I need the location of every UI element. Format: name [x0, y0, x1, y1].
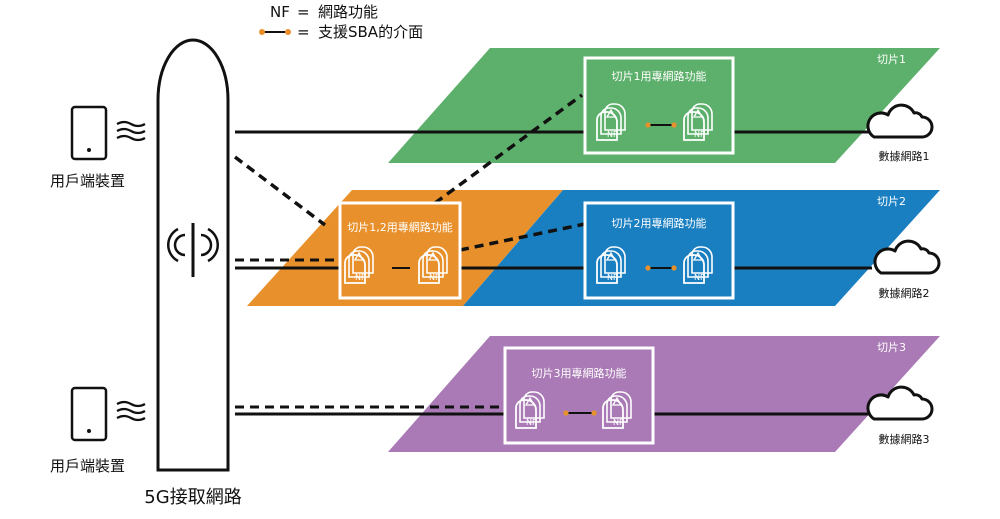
- nf-label: NF: [694, 130, 705, 139]
- phone-icon-bottom: [70, 386, 108, 442]
- nf-label: NF: [607, 273, 618, 282]
- slice-1-plane: [388, 48, 940, 163]
- antenna-icon: [167, 223, 219, 277]
- legend-nf-symbol: NF: [270, 3, 290, 21]
- data-network-1-label: 數據網路1: [879, 149, 930, 163]
- device-label-top: 用戶端裝置: [50, 172, 125, 190]
- wireless-waves-icon-bottom: [116, 400, 146, 422]
- nf-label: NF: [429, 273, 440, 282]
- access-network-label: 5G接取網路: [144, 487, 241, 508]
- data-network-3-label: 數據網路3: [879, 432, 930, 446]
- nf-label: NF: [526, 418, 537, 427]
- legend-sba-line-icon: [259, 29, 291, 35]
- control-dash-shared-slice2: [459, 222, 586, 252]
- slice-2-nf-box: 切片2用專網路功能 NF NF: [583, 201, 735, 300]
- legend-sba-text: 支援SBA的介面: [318, 23, 423, 41]
- nf-label: NF: [694, 273, 705, 282]
- shared-nf-box: 切片1,2用專網路功能 NF NF: [338, 201, 462, 300]
- device-label-bottom: 用戶端裝置: [50, 457, 125, 475]
- shared-box-title: 切片1,2用專網路功能: [347, 220, 453, 234]
- slice-1-tag: 切片1: [877, 53, 906, 66]
- nf-label: NF: [613, 418, 624, 427]
- slice-2-plane: [463, 190, 940, 306]
- slice-3-nf-box: 切片3用專網路功能 NF NF: [503, 346, 655, 445]
- slice-2-tag: 切片2: [877, 195, 906, 208]
- slice-3-plane: [388, 336, 940, 452]
- control-dash-access-shared: [233, 155, 327, 227]
- phone-icon-top: [70, 105, 108, 161]
- data-network-2-label: 數據網路2: [879, 286, 930, 300]
- wireless-waves-icon-top: [116, 120, 146, 142]
- control-dash-shared-slice1: [433, 93, 584, 205]
- nf-label: NF: [355, 273, 366, 282]
- slice-shared-plane: [247, 190, 563, 306]
- slice-3-box-title: 切片3用專網路功能: [532, 366, 627, 380]
- legend-equals: =: [297, 3, 310, 21]
- nf-label: NF: [607, 130, 618, 139]
- slice-2-box-title: 切片2用專網路功能: [612, 216, 707, 230]
- slice-1-nf-box: 切片1用專網路功能 NF NF: [583, 56, 735, 155]
- slice-1-box-title: 切片1用專網路功能: [612, 69, 707, 83]
- legend-nf-text: 網路功能: [318, 3, 378, 21]
- legend-equals-2: =: [297, 23, 310, 41]
- legend: NF = 網路功能 = 支援SBA的介面: [259, 3, 423, 41]
- slice-3-tag: 切片3: [877, 341, 906, 354]
